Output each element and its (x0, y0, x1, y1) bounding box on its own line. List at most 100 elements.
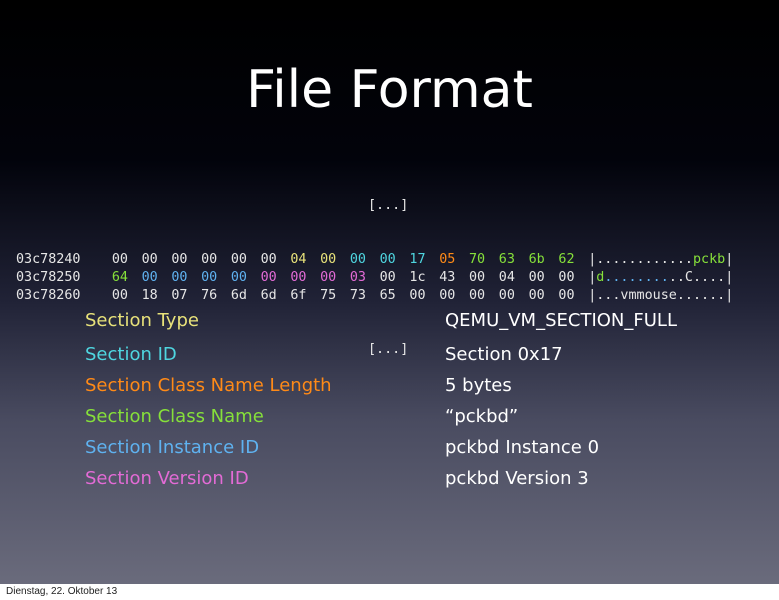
hex-byte: 76 (201, 288, 218, 303)
hex-byte: 00 (111, 252, 128, 267)
hex-byte: 00 (141, 270, 158, 285)
field-label: Section Version ID (85, 468, 249, 489)
hex-byte: 00 (260, 252, 277, 267)
field-label: Section Type (85, 310, 199, 331)
field-label: Section Instance ID (85, 437, 260, 458)
field-label: Section Class Name Length (85, 375, 332, 396)
hex-ascii: |d..........C....| (588, 269, 766, 287)
field-row: Section Type QEMU_VM_SECTION_FULL (85, 310, 765, 344)
hexdump: [...] 03c78240 00 00 00 00 00 00 04 00 00 00 17 05 70… (16, 161, 766, 395)
ascii-segment: |............ (588, 252, 693, 267)
hex-byte: 18 (141, 288, 158, 303)
hex-byte: 00 (528, 270, 545, 285)
hex-byte: 00 (320, 252, 337, 267)
hex-byte: 63 (498, 252, 515, 267)
field-value: Section 0x17 (445, 344, 563, 365)
footer-date: Dienstag, 22. Oktober 13 (6, 586, 118, 597)
hex-byte: 00 (498, 288, 515, 303)
hex-address: 03c78260 (16, 288, 81, 303)
hex-byte: 00 (171, 270, 188, 285)
field-label: Section ID (85, 344, 177, 365)
slide-title: File Format (246, 60, 533, 120)
hex-byte: 00 (230, 270, 247, 285)
hex-byte: 04 (290, 252, 307, 267)
ellipsis-text: [...] (368, 342, 409, 357)
field-value: pckbd Instance 0 (445, 437, 600, 458)
field-value: 5 bytes (445, 375, 512, 396)
field-label: Section Class Name (85, 406, 264, 427)
hex-byte: 65 (379, 288, 396, 303)
ascii-segment: ..C....| (668, 270, 734, 285)
field-value: pckbd Version 3 (445, 468, 589, 489)
hex-byte: 6b (528, 252, 545, 267)
hex-byte: 05 (439, 252, 456, 267)
field-value: QEMU_VM_SECTION_FULL (445, 310, 677, 331)
field-row: Section Instance ID pckbd Instance 0 (85, 437, 765, 468)
hex-byte-group: 00 00 17 05 70 63 6b 62 (350, 251, 588, 269)
hex-byte: 75 (320, 288, 337, 303)
hex-byte: 00 (111, 288, 128, 303)
hex-byte: 00 (171, 252, 188, 267)
hex-byte: 1c (409, 270, 426, 285)
hex-byte: 00 (201, 270, 218, 285)
hex-byte: 73 (349, 288, 366, 303)
field-row: Section Class Name “pckbd” (85, 406, 765, 437)
hex-byte-group: 00 00 00 00 00 00 04 00 (112, 251, 350, 269)
hex-byte: 64 (111, 270, 128, 285)
hex-byte: 00 (379, 270, 396, 285)
ellipsis-text: [...] (368, 198, 409, 213)
ascii-segment: | (588, 270, 597, 285)
ascii-segment: pckb (693, 252, 726, 267)
hex-byte: 6d (260, 288, 277, 303)
hex-byte-group: 64 00 00 00 00 00 00 00 (112, 269, 350, 287)
hex-byte: 00 (409, 288, 426, 303)
hex-byte: 43 (439, 270, 456, 285)
hex-byte: 00 (469, 288, 486, 303)
hexdump-row: 03c78250 64 00 00 00 00 00 00 00 03 00 1c 43 00 04 00 00… (16, 269, 766, 287)
hex-byte: 00 (439, 288, 456, 303)
hex-byte: 00 (349, 252, 366, 267)
ascii-segment: |...vmmouse......| (588, 288, 734, 303)
hex-byte: 00 (558, 288, 575, 303)
hex-byte: 00 (379, 252, 396, 267)
hex-byte: 03 (349, 270, 366, 285)
hex-byte: 07 (171, 288, 188, 303)
hex-byte: 70 (469, 252, 486, 267)
hex-byte: 00 (528, 288, 545, 303)
hex-byte: 00 (260, 270, 277, 285)
ascii-segment: | (725, 252, 734, 267)
hex-ascii: |............pckb| (588, 251, 766, 269)
slide: File Format [...] 03c78240 00 00 00 00 00 00 04… (0, 0, 779, 584)
hex-byte-group: 03 00 1c 43 00 04 00 00 (350, 269, 588, 287)
hex-ascii: |...vmmouse......| (588, 287, 766, 305)
field-row: Section Class Name Length 5 bytes (85, 375, 765, 406)
hexdump-ellipsis-top: [...] (16, 197, 766, 215)
hex-byte-group: 73 65 00 00 00 00 00 00 (350, 287, 588, 305)
ascii-segment: ........ (604, 270, 669, 285)
hex-address: 03c78240 (16, 252, 81, 267)
hex-byte: 00 (558, 270, 575, 285)
hex-byte: 17 (409, 252, 426, 267)
hex-byte: 00 (290, 270, 307, 285)
footer-bar: Dienstag, 22. Oktober 13 (0, 584, 779, 600)
hexdump-ellipsis-bottom: [...] (16, 341, 766, 359)
ascii-segment: d (596, 270, 605, 285)
hex-byte: 00 (230, 252, 247, 267)
hex-byte: 00 (320, 270, 337, 285)
hex-byte: 00 (469, 270, 486, 285)
hex-byte: 00 (201, 252, 218, 267)
field-row: Section Version ID pckbd Version 3 (85, 468, 765, 499)
hex-byte: 00 (141, 252, 158, 267)
hexdump-rows: 03c78240 00 00 00 00 00 00 04 00 00 00 17 05 70 63 6b 62… (16, 251, 766, 305)
hex-byte: 62 (558, 252, 575, 267)
hex-byte-group: 00 18 07 76 6d 6d 6f 75 (112, 287, 350, 305)
hex-byte: 04 (498, 270, 515, 285)
hex-byte: 6f (290, 288, 307, 303)
field-value: “pckbd” (445, 406, 519, 427)
hex-address: 03c78250 (16, 270, 81, 285)
field-row: Section ID Section 0x17 (85, 344, 765, 375)
hexdump-row: 03c78240 00 00 00 00 00 00 04 00 00 00 17 05 70 63 6b 62… (16, 251, 766, 269)
hex-byte: 6d (230, 288, 247, 303)
